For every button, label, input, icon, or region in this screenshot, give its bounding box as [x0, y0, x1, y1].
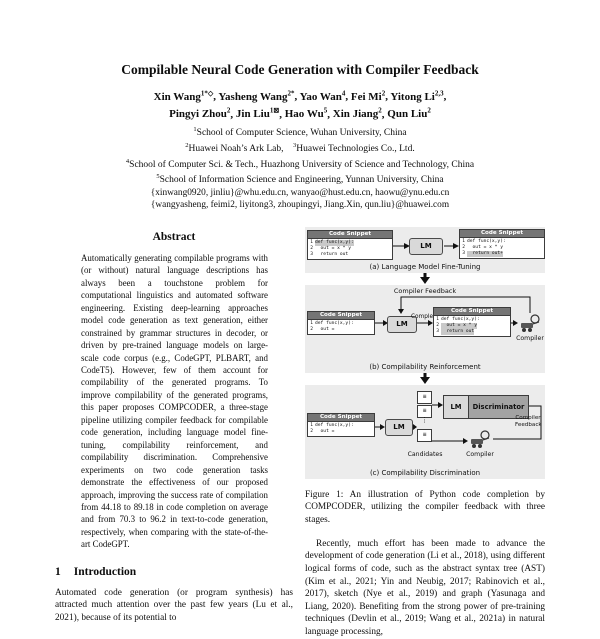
discriminator-box: Discriminator — [469, 395, 528, 418]
author-name: Yao Wan4 — [299, 89, 346, 103]
email-line: {xinwang0920, jinliu}@whu.edu.cn, wanyao… — [150, 187, 450, 198]
ellipsis-icon: ⋮ — [421, 415, 428, 424]
paper-page: Compilable Neural Code Generation with C… — [55, 62, 545, 637]
abstract-heading: Abstract — [152, 230, 196, 243]
panel-a-caption: (a) Language Model Fine-Tuning — [369, 262, 481, 271]
author-name: Qun Liu2 — [387, 106, 431, 121]
code-snippet-header: Code Snippet — [434, 307, 510, 316]
related-work-paragraph: Recently, much effort has been made to a… — [305, 538, 545, 637]
email-line: {wangyasheng, feimi2, liyitong3, zhoupin… — [150, 200, 450, 211]
code-snippet-header: Code Snippet — [308, 413, 374, 422]
code-line: 3 return out — [310, 251, 349, 257]
abstract-body: Automatically generating compilable prog… — [81, 252, 268, 550]
author-name: Hao Wu5 — [284, 106, 328, 121]
down-arrow-icon — [305, 373, 545, 385]
author-name: Xin Jiang2 — [332, 106, 382, 121]
section-heading-introduction: 1 Introduction — [55, 566, 293, 578]
author-name: Jin Liu1⊠ — [235, 106, 280, 121]
code-snippet-header: Code Snippet — [460, 229, 544, 238]
affiliation-line: 4School of Computer Sci. & Tech., Huazho… — [125, 157, 475, 170]
emails: {xinwang0920, jinliu}@whu.edu.cn, wanyao… — [55, 187, 545, 212]
lm-box: LM — [387, 315, 417, 333]
lm-discriminator-box: LM Discriminator — [443, 394, 529, 419]
candidates-label: Candidates — [407, 450, 443, 458]
code-snippet-header: Code Snippet — [308, 230, 392, 239]
figure-1-caption: Figure 1: An illustration of Python code… — [305, 489, 545, 525]
code-line: 3 return out — [436, 328, 475, 335]
author-name: Yitong Li2,3 — [390, 89, 444, 103]
author-name: Pingyi Zhou2 — [169, 106, 231, 121]
affiliation-line: 1School of Computer Science, Wuhan Unive… — [193, 126, 407, 139]
compiler-icon — [471, 430, 490, 448]
compiler-feedback-label: Compiler Feedback — [515, 414, 542, 428]
candidate-snippet-icon: ≡ — [417, 404, 432, 418]
panel-c-caption: (c) Compilability Discrimination — [369, 468, 481, 477]
down-arrow-icon — [305, 273, 545, 285]
compiler-icon — [521, 314, 540, 332]
author-name: Fei Mi2 — [350, 89, 386, 103]
author-line-1: Xin Wang1*◇, Yasheng Wang2*, Yao Wan4, F… — [153, 89, 447, 103]
compiler-feedback-label: Compiler Feedback — [393, 286, 457, 295]
author-name: Yasheng Wang2* — [218, 89, 295, 103]
code-line: 2 out = x * y — [310, 245, 351, 251]
candidate-snippet-icon: ≡ — [417, 390, 432, 404]
author-name: Xin Wang1*◇ — [153, 89, 214, 103]
left-column: Abstract Automatically generating compil… — [55, 227, 293, 639]
code-line: 3 return out+ — [462, 250, 503, 257]
affiliation-line: 2Huawei Noah’s Ark Lab, 3Huawei Technolo… — [185, 141, 415, 155]
lm-box: LM — [385, 418, 413, 436]
panel-b-caption: (b) Compilability Reinforcement — [369, 362, 481, 371]
author-line-2: Pingyi Zhou2, Jin Liu1⊠, Hao Wu5, Xin Ji… — [169, 106, 431, 121]
compiler-label: Compiler — [516, 334, 544, 342]
introduction-paragraph: Automated code generation (or program sy… — [55, 587, 293, 623]
section-title: Introduction — [73, 565, 137, 578]
affiliation-line: 5School of Information Science and Engin… — [156, 173, 444, 186]
panel-a-arrows — [393, 242, 459, 249]
compiler-label: Compiler — [466, 450, 494, 458]
code-line: 2 out = x * y — [436, 322, 477, 329]
lm-box: LM — [444, 395, 469, 418]
candidate-snippet-icon: ≡ — [417, 428, 432, 442]
completing-label: Completing — [411, 313, 445, 320]
section-number: 1 — [55, 565, 61, 578]
code-snippet-header: Code Snippet — [308, 311, 374, 320]
code-line: 2 out = — [310, 428, 335, 434]
lm-box: LM — [409, 237, 443, 255]
affiliations: 1School of Computer Science, Wuhan Unive… — [55, 124, 545, 187]
code-line: 2 out = x * y — [462, 244, 503, 250]
code-line: 2 out = — [310, 326, 335, 332]
paper-title: Compilable Neural Code Generation with C… — [121, 62, 479, 77]
two-column-body: Abstract Automatically generating compil… — [55, 226, 545, 639]
